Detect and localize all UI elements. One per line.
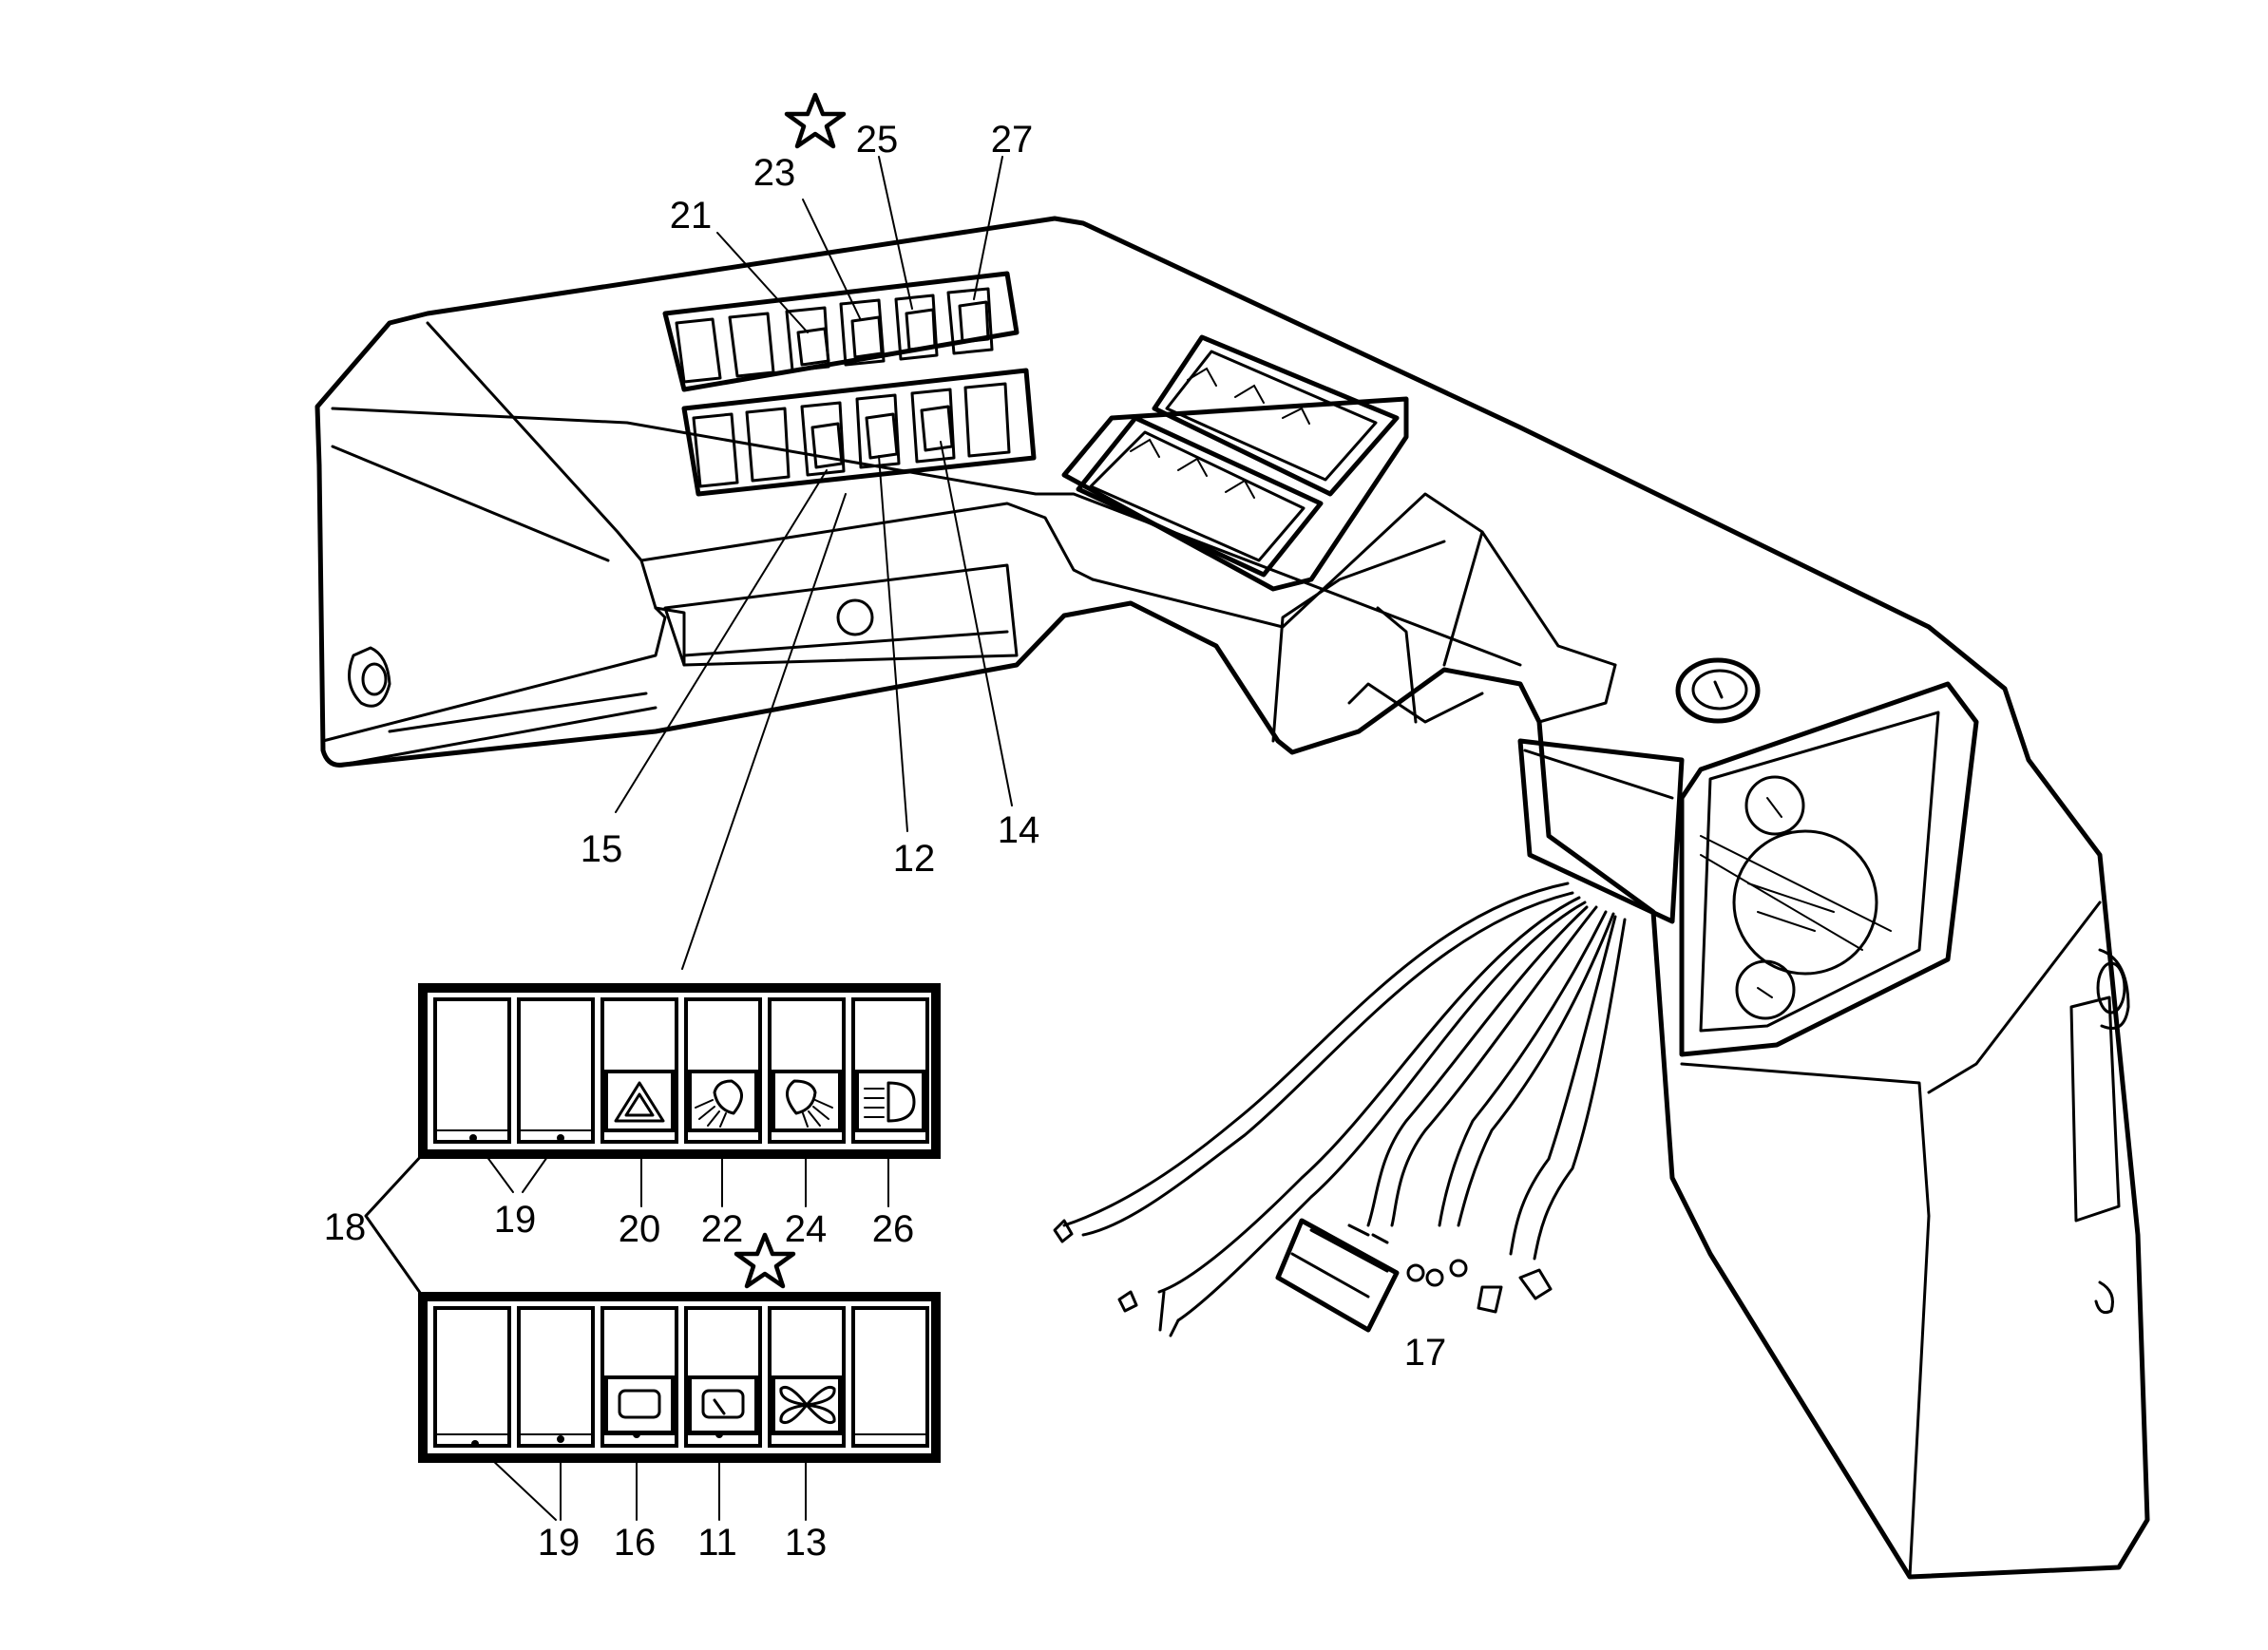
multi-pin-connector	[1275, 1218, 1400, 1333]
callout-27: 27	[991, 119, 1034, 161]
storage-tray	[663, 563, 1019, 667]
callout-21: 21	[670, 195, 713, 237]
blank-switch-2	[517, 997, 595, 1144]
callout-19-upper: 19	[494, 1199, 537, 1241]
callout-15: 15	[581, 828, 623, 870]
column-block	[1517, 738, 1685, 924]
dashboard-top-edge	[331, 407, 1522, 667]
blank-switch-4	[517, 1306, 595, 1448]
blank-switch-3	[433, 1306, 511, 1448]
wire-terminals	[1053, 1219, 1553, 1337]
callout-12: 12	[893, 838, 936, 880]
dashboard-outline	[314, 216, 2150, 1580]
callout-22: 22	[701, 1208, 744, 1250]
callout-14: 14	[998, 809, 1040, 851]
callout-20: 20	[619, 1208, 661, 1250]
callout-13: 13	[785, 1522, 828, 1564]
lower-switch-panel-detail	[418, 1292, 941, 1463]
dashboard-front-crease	[426, 321, 658, 610]
upper-switch-bank	[662, 271, 1020, 392]
star-icon	[734, 1232, 796, 1289]
front-fog-light-icon	[688, 1070, 758, 1132]
right-lever-switch	[2069, 996, 2121, 1223]
callout-19-lower: 19	[538, 1522, 581, 1564]
star-icon	[784, 92, 847, 149]
callout-25: 25	[856, 119, 899, 161]
wiring-harness	[1053, 882, 1627, 1337]
hazard-warning-icon	[604, 1070, 675, 1132]
side-socket	[348, 646, 391, 708]
dashboard-assembly	[314, 216, 2150, 1580]
callout-18: 18	[324, 1206, 367, 1248]
warning-lamp-block	[1061, 334, 1409, 592]
upper-switch-panel-detail	[418, 983, 941, 1159]
callout-17: 17	[1404, 1332, 1447, 1374]
callout-11: 11	[697, 1522, 737, 1564]
blank-switch-1	[433, 997, 511, 1144]
fan-icon	[772, 1375, 842, 1434]
rear-window-heater-icon	[604, 1375, 675, 1434]
lower-switch-bank	[681, 368, 1037, 497]
rear-wiper-icon	[688, 1375, 758, 1434]
callout-16: 16	[614, 1522, 657, 1564]
callout-26: 26	[872, 1208, 915, 1250]
rear-fog-light-icon	[772, 1070, 842, 1132]
headlight-icon	[855, 1070, 925, 1132]
callout-24: 24	[785, 1208, 828, 1250]
blank-switch-5	[851, 1306, 929, 1448]
instrument-cluster	[1679, 681, 2102, 1579]
callout-23: 23	[753, 152, 796, 194]
callout-labels: 21 23 25 27 15 12 14 17 18 19 20 22 24 2…	[324, 119, 1447, 1564]
ignition-switch	[1675, 657, 1761, 724]
tray-button	[836, 598, 874, 636]
